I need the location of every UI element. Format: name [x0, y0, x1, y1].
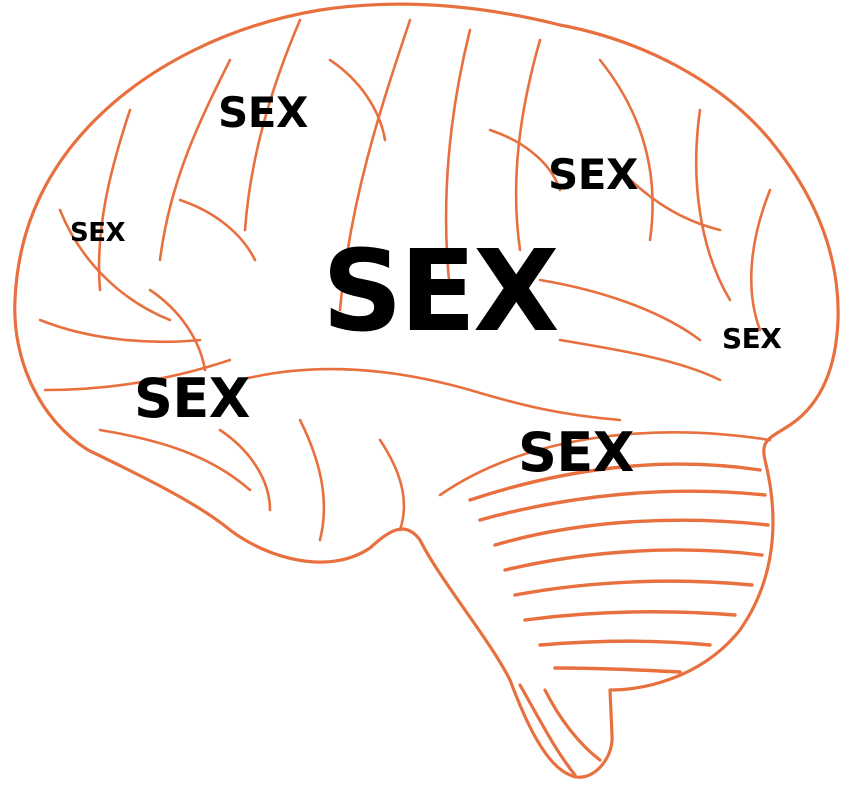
fold-m: [538, 278, 702, 342]
fold-v: [148, 288, 207, 372]
cere-line-4: [503, 548, 764, 572]
fold-u: [618, 168, 722, 232]
cere-line-2: [478, 489, 767, 522]
brain-outline: [13, 2, 840, 779]
fold-k: [694, 108, 732, 302]
label-right: SEX: [722, 322, 782, 355]
brainstem-outline: [518, 683, 577, 777]
fold-j: [598, 58, 654, 242]
fold-p: [378, 438, 406, 532]
fold-l: [749, 188, 772, 332]
fold-s: [178, 198, 257, 262]
cere-line-1: [468, 462, 762, 502]
fold-central: [338, 18, 412, 312]
label-top-left: SEX: [218, 88, 308, 137]
fold-q: [218, 428, 272, 512]
fold-r: [328, 58, 387, 142]
cere-line-5: [513, 579, 754, 597]
cerebellum: [438, 431, 772, 674]
cerebellum-top: [438, 431, 772, 497]
label-lower-right: SEX: [518, 421, 634, 484]
label-upper-right: SEX: [548, 150, 638, 199]
brainstem-inner: [543, 688, 602, 762]
label-lower-left: SEX: [134, 367, 250, 430]
fold-n: [558, 338, 722, 382]
cere-line-6: [523, 610, 737, 622]
fold-o: [298, 418, 326, 542]
fold-h: [444, 28, 472, 292]
cere-line-7: [538, 639, 712, 647]
label-center: SEX: [322, 227, 560, 357]
fold-d: [58, 208, 172, 322]
fold-f: [43, 358, 232, 392]
fold-b: [158, 58, 232, 262]
cere-line-8: [553, 666, 682, 674]
fold-e: [38, 318, 202, 344]
fold-c: [97, 108, 132, 292]
cerebrum-outline: [13, 2, 840, 779]
label-far-left: SEX: [70, 218, 126, 248]
fold-sylvian: [238, 367, 622, 422]
cere-line-3: [493, 518, 770, 547]
brain-folds: [38, 18, 772, 542]
fold-a: [243, 18, 302, 232]
fold-t: [488, 128, 562, 192]
fold-g: [98, 428, 252, 492]
fold-i: [514, 38, 542, 252]
